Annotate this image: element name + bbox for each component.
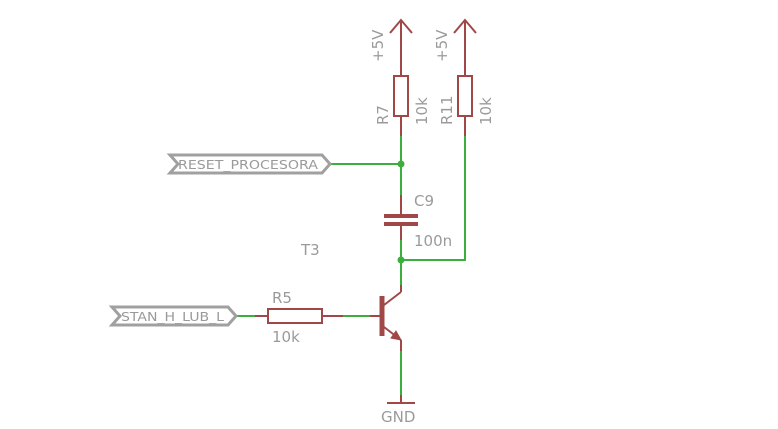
t3-name-label: T3 (300, 241, 320, 259)
wires (236, 136, 466, 395)
supply-right-symbol (453, 18, 477, 56)
c9-value-label: 100n (414, 232, 452, 250)
supply-left-label: +5V (369, 29, 387, 62)
ground-label: GND (381, 408, 415, 426)
r11-name-label: R11 (438, 95, 456, 125)
supply-left-symbol (389, 18, 413, 56)
resistor-r7 (393, 56, 409, 136)
junction-dot-collector (397, 256, 405, 264)
supply-right-label: +5V (433, 29, 451, 62)
ground-symbol (387, 395, 415, 404)
c9-name-label: C9 (414, 192, 434, 210)
port-stan-label: STAN_H_LUB_L (121, 310, 224, 324)
port-reset-procesora: RESET_PROCESORA (166, 153, 333, 175)
r11-value-label: 10k (477, 97, 495, 125)
resistor-r5 (255, 308, 343, 324)
r5-name-label: R5 (272, 289, 292, 307)
junction-dot-reset (397, 160, 405, 168)
r7-name-label: R7 (374, 105, 392, 125)
capacitor-c9 (384, 195, 418, 240)
resistor-r11 (457, 56, 473, 136)
r5-value-label: 10k (272, 328, 300, 346)
port-reset-label: RESET_PROCESORA (178, 158, 319, 172)
port-stan-h-lub-l: STAN_H_LUB_L (108, 305, 239, 327)
r7-value-label: 10k (413, 97, 431, 125)
transistor-t3 (370, 285, 402, 351)
